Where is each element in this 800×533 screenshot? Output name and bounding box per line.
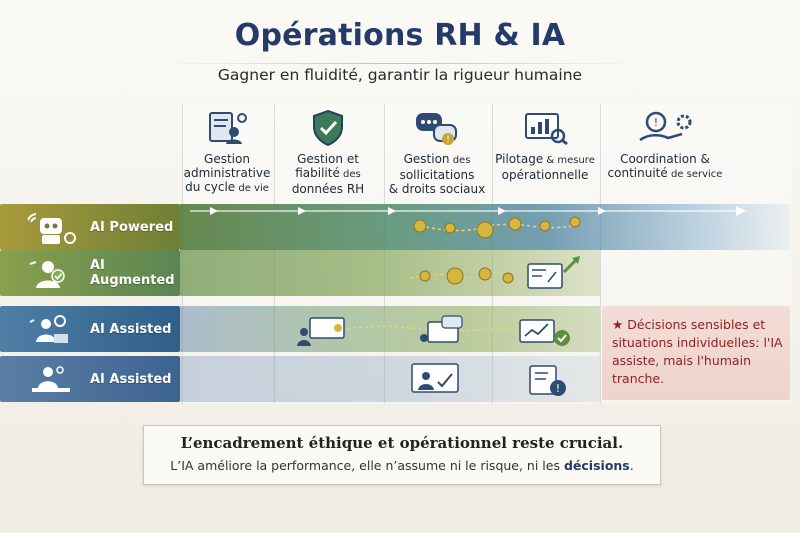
title-divider bbox=[160, 63, 640, 64]
page-subtitle: Gagner en fluidité, garantir la rigueur … bbox=[217, 66, 583, 84]
person-desk-icon bbox=[32, 366, 70, 392]
column-header-data: Gestion et fiabilité des données RH bbox=[274, 104, 382, 200]
row-label-ai-powered: AI Powered bbox=[0, 204, 180, 250]
hand-gear-icon: ! bbox=[600, 108, 730, 148]
column-header-requests: ! Gestion des sollicitations & droits so… bbox=[384, 104, 490, 200]
ethics-callout: L’encadrement éthique et opérationnel re… bbox=[143, 425, 661, 485]
band-ai-assisted-2: ! bbox=[180, 356, 600, 402]
chat-bubbles-icon: ! bbox=[384, 108, 490, 148]
svg-text:!: ! bbox=[654, 116, 658, 129]
svg-text:!: ! bbox=[446, 135, 450, 145]
page-title: Opérations RH & IA bbox=[234, 18, 566, 53]
row-label-ai-assisted-2: AI Assisted bbox=[0, 356, 180, 402]
person-check-icon bbox=[29, 261, 65, 288]
human-decision-note: ★ Décisions sensibles et situations indi… bbox=[602, 306, 790, 400]
column-header-coordination: ! Coordination & continuité de service bbox=[600, 104, 730, 200]
band-ai-powered bbox=[180, 204, 790, 250]
callout-headline: L’encadrement éthique et opérationnel re… bbox=[180, 434, 624, 452]
callout-body: L’IA améliore la performance, elle n’ass… bbox=[170, 458, 634, 473]
column-header-lifecycle: Gestion administrative du cycle de vie bbox=[182, 104, 272, 200]
band-ai-assisted-1 bbox=[180, 306, 600, 352]
shield-check-icon bbox=[274, 108, 382, 148]
column-header-steering: Pilotage & mesure opérationnelle bbox=[492, 104, 598, 200]
svg-text:!: ! bbox=[556, 382, 560, 395]
person-screen-icon bbox=[297, 317, 345, 346]
band-ai-augmented bbox=[180, 250, 600, 296]
row-label-ai-assisted-1: AI Assisted bbox=[0, 306, 180, 352]
star-icon: ★ bbox=[612, 317, 624, 332]
robot-icon bbox=[27, 213, 76, 244]
dashboard-chart-icon bbox=[492, 108, 598, 148]
row-label-ai-augmented: AI Augmented bbox=[0, 250, 180, 296]
note-text: Décisions sensibles et situations indivi… bbox=[612, 317, 783, 386]
people-laptop-icon bbox=[29, 315, 68, 343]
document-person-icon bbox=[182, 108, 272, 148]
